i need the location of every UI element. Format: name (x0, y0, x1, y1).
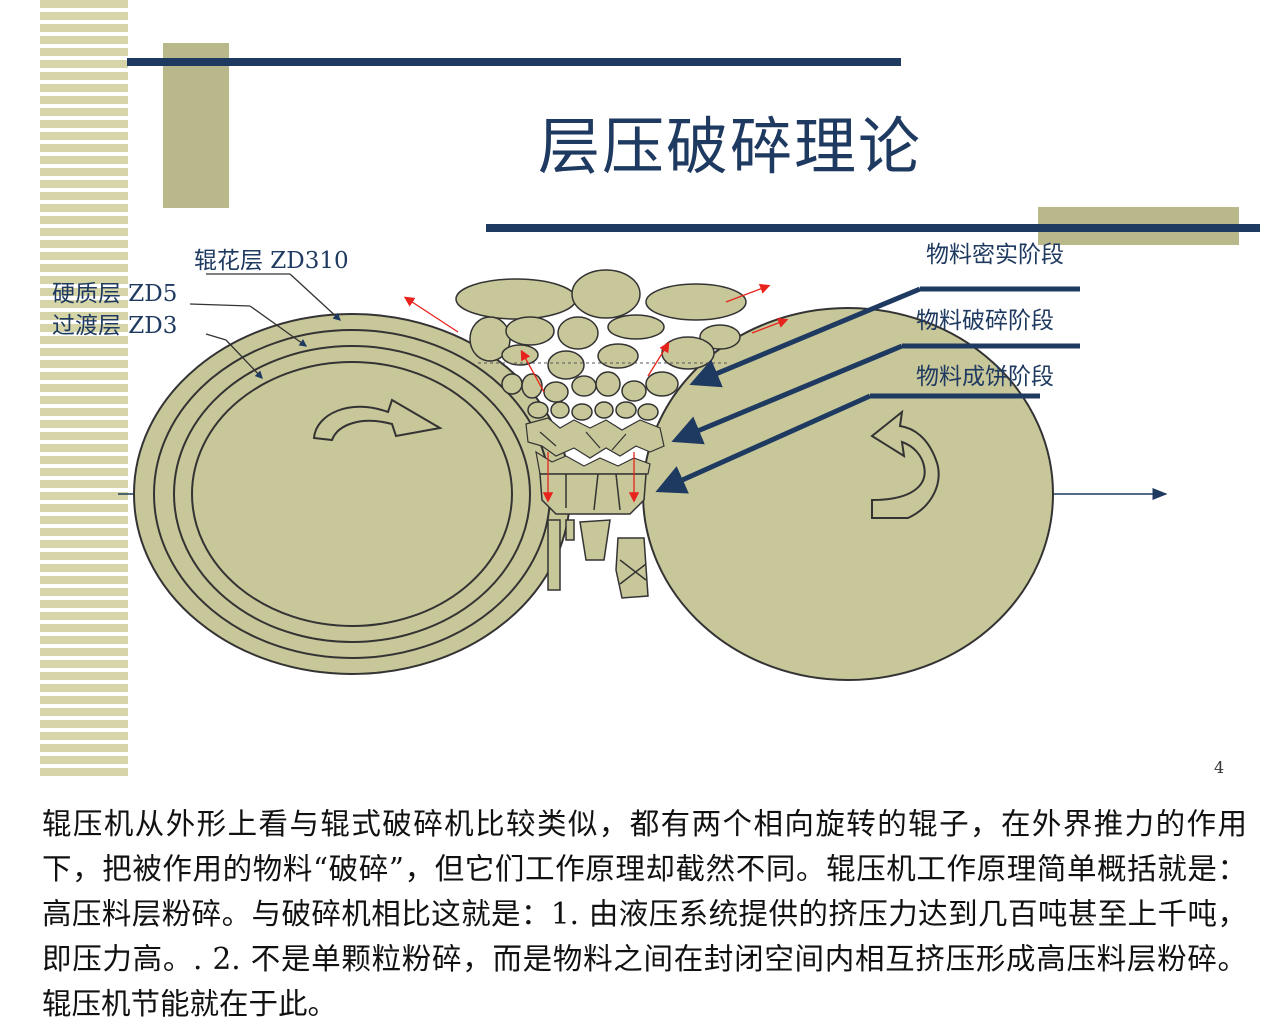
particle (615, 401, 637, 419)
cake-fragment (547, 519, 561, 591)
particle (505, 316, 555, 346)
feed-particles (455, 269, 747, 421)
layer-label-transition-layer: 过渡层 ZD3 (52, 313, 177, 339)
particle (594, 401, 614, 419)
particle (557, 316, 599, 350)
left-roller-layer-3 (191, 361, 513, 627)
particle (521, 373, 543, 399)
mid-rule (486, 224, 1260, 232)
particle (607, 314, 665, 340)
rotation-arrow-left-roller-icon (312, 398, 443, 442)
decorative-block-top (163, 43, 229, 208)
layer-callouts (189, 273, 341, 379)
particle (595, 371, 621, 397)
cake-fragment (565, 519, 575, 541)
force-arrow (751, 317, 789, 334)
particle (645, 371, 679, 397)
particle (699, 324, 741, 350)
rotation-arrow-right-roller-icon (870, 409, 940, 519)
particle (571, 403, 593, 421)
layer-label-hard-layer: 硬质层 ZD5 (52, 281, 177, 307)
stage-pointer-compaction (689, 286, 921, 388)
particle (621, 380, 647, 402)
page-number: 4 (1214, 758, 1225, 777)
particle (661, 336, 715, 370)
caption-text: 辊压机从外形上看与辊式破碎机比较类似，都有两个相向旋转的辊子，在外界推力的作用下… (42, 807, 1247, 1021)
crushed-fragments (525, 417, 665, 459)
particle (597, 343, 639, 369)
particle (637, 403, 659, 421)
ejected-cake-fragments (547, 519, 649, 599)
left-roller-layer-2 (173, 345, 531, 643)
layer-label-roll-surface: 辊花层 ZD310 (194, 248, 349, 274)
particle (543, 381, 569, 403)
stage-pointers (655, 286, 1080, 494)
left-roller (133, 313, 571, 675)
particle (527, 401, 549, 419)
callout-line (249, 305, 308, 347)
cake-block (539, 473, 647, 515)
force-arrow (403, 296, 459, 333)
crushing-zone (525, 417, 665, 475)
particle (571, 269, 641, 319)
roller-press-diagram: 辊花层 ZD310 硬质层 ZD5 过渡层 ZD3 物料密实阶段 物料破碎阶段 … (52, 242, 1168, 681)
callout-line (289, 273, 341, 321)
stage-label-compaction: 物料密实阶段 (926, 242, 1064, 268)
decorative-stripes (40, 0, 128, 778)
callout-line (189, 303, 251, 307)
force-arrow (647, 341, 670, 377)
cake-fragment (615, 537, 649, 599)
particle (645, 283, 747, 321)
force-arrow (520, 349, 545, 393)
stage-label-crushing: 物料破碎阶段 (916, 308, 1054, 334)
particle (501, 344, 539, 366)
cake-fragment (579, 519, 611, 561)
callout-line (205, 333, 227, 341)
particle (501, 373, 523, 395)
particle (571, 375, 597, 397)
stage-pointer-crushing (671, 343, 903, 445)
particle (547, 350, 585, 380)
stage-label-caking: 物料成饼阶段 (916, 364, 1054, 390)
compacted-cake (539, 473, 647, 515)
left-roller-body (133, 313, 571, 675)
force-arrow (725, 283, 771, 303)
force-arrows (403, 283, 789, 503)
slide-title: 层压破碎理论 (537, 110, 922, 183)
top-rule (127, 58, 901, 66)
particle (550, 401, 570, 419)
particle (455, 278, 577, 320)
stage-pointer-caking (655, 393, 872, 494)
callout-line (225, 339, 263, 379)
